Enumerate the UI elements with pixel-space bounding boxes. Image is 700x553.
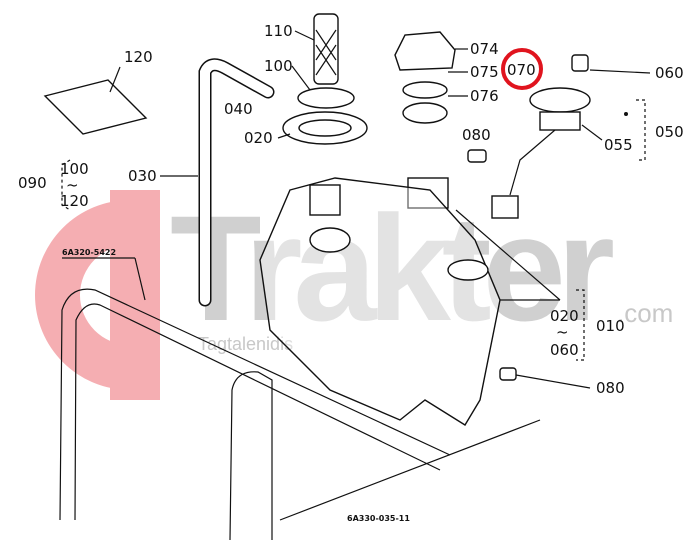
- fuel-sender-part: [491, 54, 651, 219]
- cap-part: [394, 31, 468, 124]
- label-080-top: 080: [462, 126, 491, 144]
- label-080-bottom: 080: [596, 379, 625, 397]
- label-100: 100: [264, 57, 293, 75]
- label-020: 020: [244, 129, 273, 147]
- strainer-part: [277, 13, 368, 145]
- label-010: 010: [596, 317, 625, 335]
- label-090-to: 120: [60, 192, 89, 210]
- watermark-suffix: .com: [617, 298, 673, 328]
- label-076: 076: [470, 87, 499, 105]
- label-090-from: 100: [60, 160, 89, 178]
- label-040: 040: [224, 100, 253, 118]
- label-075: 075: [470, 63, 499, 81]
- label-074: 074: [470, 40, 499, 58]
- watermark-brand: Trakter: [170, 184, 615, 352]
- label-010-tilde: ~: [556, 323, 569, 341]
- cab-part-code: 6A320-5422: [62, 248, 116, 257]
- label-070: 070: [507, 61, 536, 79]
- label-010-from: 020: [550, 307, 579, 325]
- drawing-code: 6A330-035-11: [347, 514, 410, 523]
- label-060: 060: [655, 64, 684, 82]
- watermark-logo: [35, 190, 160, 400]
- highlight-circle: [501, 48, 543, 90]
- bolt-part: [407, 149, 487, 209]
- fuel-tank-part: [259, 177, 591, 426]
- label-110: 110: [264, 22, 293, 40]
- label-010-to: 060: [550, 341, 579, 359]
- manual-part: [43, 66, 148, 135]
- cab-frame-part: [59, 159, 541, 541]
- label-050: 050: [655, 123, 684, 141]
- label-120: 120: [124, 48, 153, 66]
- label-090: 090: [18, 174, 47, 192]
- label-090-tilde: ~: [66, 176, 79, 194]
- label-030: 030: [128, 167, 157, 185]
- label-055: 055: [604, 136, 633, 154]
